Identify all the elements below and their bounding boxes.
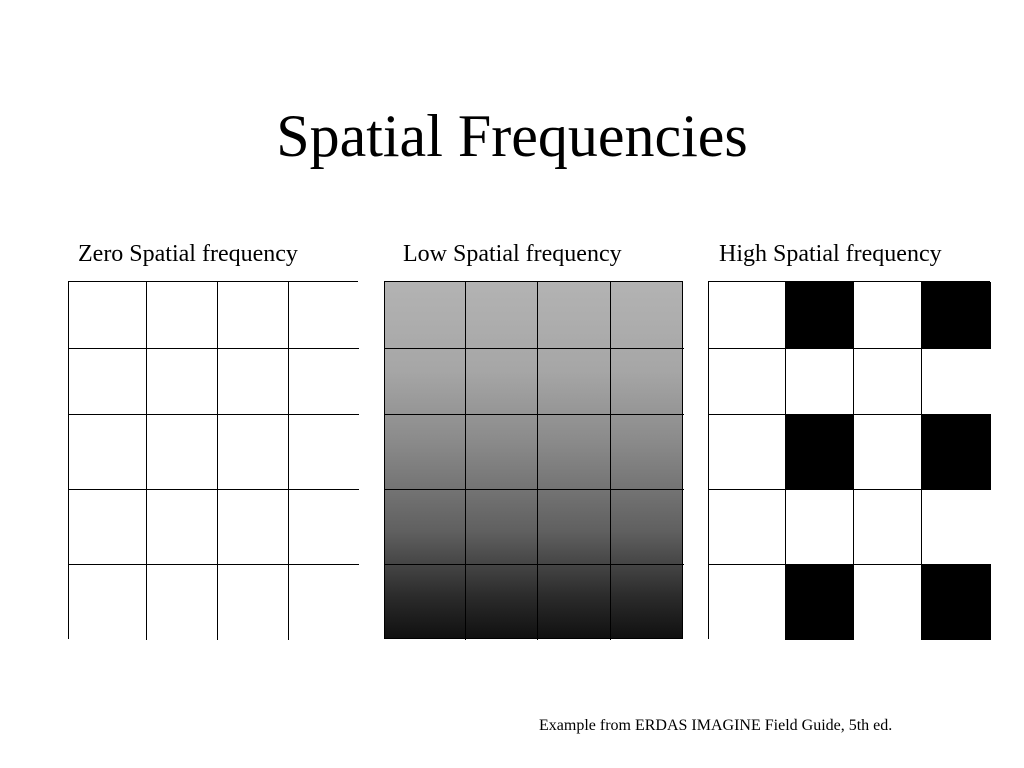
zero-pixel-cell bbox=[289, 349, 359, 415]
low-pixel-cell bbox=[385, 415, 466, 490]
high-pixel-cell bbox=[854, 415, 922, 490]
slide-title: Spatial Frequencies bbox=[276, 103, 748, 169]
zero-pixel-cell bbox=[147, 349, 218, 415]
zero-pixel-cell bbox=[289, 565, 359, 640]
low-pixel-cell bbox=[611, 349, 684, 415]
zero-pixel-cell bbox=[69, 349, 147, 415]
low-pixel-cell bbox=[538, 282, 611, 349]
high-frequency-grid bbox=[708, 281, 991, 640]
high-pixel-cell bbox=[786, 490, 854, 565]
high-pixel-cell bbox=[786, 349, 854, 415]
zero-pixel-cell bbox=[218, 349, 289, 415]
zero-pixel-cell bbox=[147, 415, 218, 490]
low-pixel-cell bbox=[385, 349, 466, 415]
zero-pixel-cell bbox=[69, 565, 147, 640]
zero-pixel-cell bbox=[69, 282, 147, 349]
low-frequency-grid bbox=[384, 281, 684, 640]
high-pixel-cell-dark bbox=[786, 415, 854, 490]
zero-pixel-cell bbox=[147, 490, 218, 565]
zero-pixel-cell bbox=[289, 490, 359, 565]
high-pixel-cell bbox=[709, 415, 786, 490]
low-pixel-cell bbox=[466, 282, 538, 349]
high-pixel-cell-dark bbox=[786, 565, 854, 640]
low-pixel-cell bbox=[611, 415, 684, 490]
high-pixel-cell bbox=[709, 490, 786, 565]
zero-pixel-cell bbox=[218, 565, 289, 640]
zero-pixel-cell bbox=[218, 282, 289, 349]
low-pixel-cell bbox=[466, 490, 538, 565]
high-pixel-cell bbox=[854, 490, 922, 565]
zero-pixel-cell bbox=[289, 415, 359, 490]
low-pixel-cell bbox=[538, 349, 611, 415]
high-pixel-cell bbox=[709, 349, 786, 415]
zero-pixel-cell bbox=[147, 282, 218, 349]
low-pixel-cell bbox=[385, 282, 466, 349]
zero-pixel-cell bbox=[218, 415, 289, 490]
source-caption: Example from ERDAS IMAGINE Field Guide, … bbox=[539, 717, 893, 734]
low-pixel-cell bbox=[466, 565, 538, 640]
high-pixel-cell-dark bbox=[786, 282, 854, 349]
low-pixel-cell bbox=[538, 490, 611, 565]
zero-pixel-cell bbox=[147, 565, 218, 640]
low-pixel-cell bbox=[611, 565, 684, 640]
high-pixel-cell-dark bbox=[922, 282, 991, 349]
low-pixel-cell bbox=[538, 565, 611, 640]
zero-pixel-cell bbox=[69, 415, 147, 490]
low-pixel-cell bbox=[538, 415, 611, 490]
zero-frequency-label: Zero Spatial frequency bbox=[78, 241, 298, 267]
high-pixel-cell bbox=[922, 349, 991, 415]
zero-pixel-cell bbox=[69, 490, 147, 565]
low-pixel-cell bbox=[466, 415, 538, 490]
high-pixel-cell bbox=[854, 349, 922, 415]
low-pixel-cell bbox=[466, 349, 538, 415]
low-frequency-label: Low Spatial frequency bbox=[403, 241, 622, 267]
high-pixel-cell-dark bbox=[922, 565, 991, 640]
low-pixel-cell bbox=[611, 490, 684, 565]
zero-pixel-cell bbox=[289, 282, 359, 349]
high-pixel-cell bbox=[709, 565, 786, 640]
low-pixel-cell bbox=[611, 282, 684, 349]
low-pixel-cell bbox=[385, 565, 466, 640]
high-pixel-cell bbox=[854, 282, 922, 349]
high-frequency-label: High Spatial frequency bbox=[719, 241, 942, 267]
zero-frequency-grid bbox=[68, 281, 359, 640]
zero-pixel-cell bbox=[218, 490, 289, 565]
high-pixel-cell bbox=[709, 282, 786, 349]
high-pixel-cell bbox=[854, 565, 922, 640]
low-pixel-cell bbox=[385, 490, 466, 565]
high-pixel-cell bbox=[922, 490, 991, 565]
high-pixel-cell-dark bbox=[922, 415, 991, 490]
